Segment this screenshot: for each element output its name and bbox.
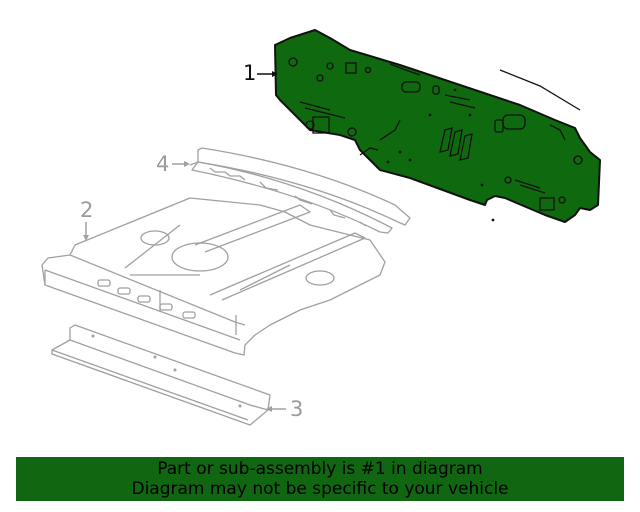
part-1-rear-panel[interactable] [274,29,601,223]
info-banner: Part or sub-assembly is #1 in diagram Di… [16,457,624,501]
parts-diagram: 1 4 2 3 [41,29,601,426]
callout-3: 3 [290,397,304,421]
part-4-reinforcement[interactable] [189,147,411,234]
callout-4: 4 [156,152,170,176]
part-2-floor-pan[interactable] [41,197,386,356]
banner-line-2: Diagram may not be specific to your vehi… [131,479,509,499]
part-3-crossmember[interactable] [51,324,271,426]
leader-arrows [83,71,286,412]
callout-2: 2 [80,198,94,222]
banner-line-1: Part or sub-assembly is #1 in diagram [157,459,483,479]
callout-1: 1 [243,61,257,85]
